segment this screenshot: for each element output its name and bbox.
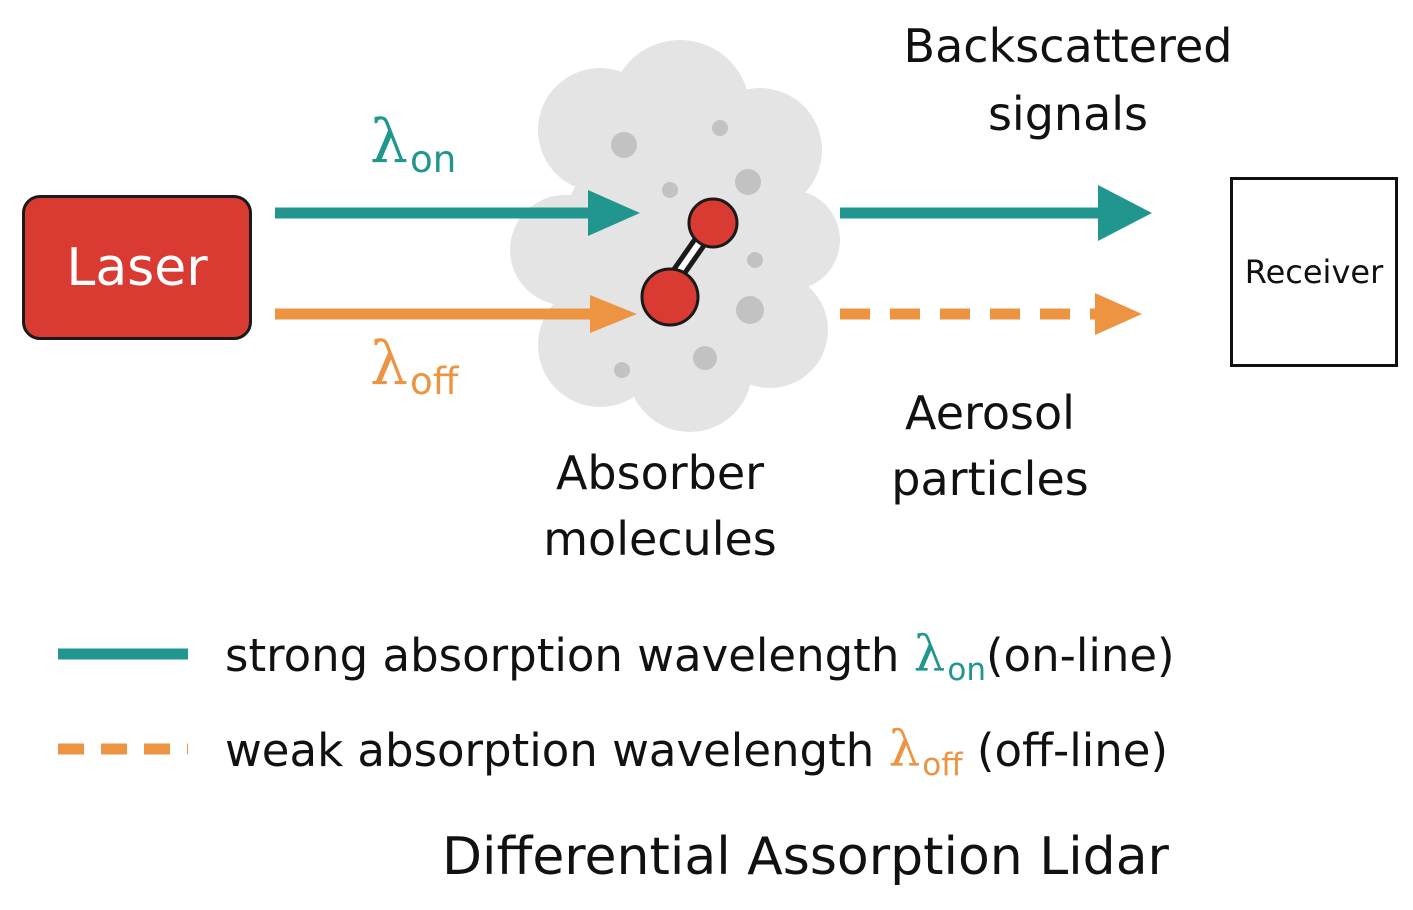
- particle: [611, 132, 637, 158]
- particle: [662, 182, 678, 198]
- aerosol-particles: [611, 120, 764, 378]
- arrowhead-icon: [588, 190, 640, 236]
- laser-label: Laser: [66, 237, 208, 298]
- particle: [736, 296, 764, 324]
- particle: [614, 362, 630, 378]
- atom-icon: [640, 267, 700, 327]
- arrowhead-icon: [1098, 185, 1152, 241]
- receiver-box: Receiver: [1230, 177, 1398, 367]
- legend-lambda-off: λoff: [888, 720, 963, 783]
- lambda-off-label: λoff: [370, 334, 458, 400]
- particle: [735, 169, 761, 195]
- legend-on-text: strong absorption wavelength: [225, 629, 900, 682]
- absorber-molecule-icon: [640, 197, 739, 327]
- particle: [747, 252, 763, 268]
- absorber-molecules-label: Absorber molecules: [543, 446, 777, 566]
- receiver-label: Receiver: [1244, 253, 1384, 291]
- legend-off-line: weak absorption wavelength λoff (off-lin…: [225, 719, 1168, 786]
- backscattered-signals-label: Backscattered signals: [903, 19, 1233, 141]
- laser-box: Laser: [22, 195, 252, 340]
- aerosol-particles-label: Aerosol particles: [891, 386, 1089, 506]
- diagram-title: Differential Assorption Lidar: [442, 827, 1169, 887]
- atom-icon: [687, 197, 739, 249]
- lambda-off-subscript: off: [410, 359, 459, 404]
- legend-off-text: weak absorption wavelength: [225, 724, 875, 777]
- arrowhead-icon: [590, 295, 637, 333]
- legend-on-suffix: (on-line): [985, 629, 1175, 682]
- arrowhead-icon: [1095, 293, 1142, 335]
- legend-lambda-on: λon: [913, 625, 986, 688]
- lambda-symbol: λ: [370, 329, 409, 399]
- lambda-symbol: λ: [370, 107, 409, 177]
- lambda-on-subscript: on: [410, 137, 457, 182]
- particle: [712, 120, 728, 136]
- legend-on-line: strong absorption wavelength λon(on-line…: [225, 624, 1175, 691]
- absorber-cloud: [510, 40, 840, 432]
- legend-off-suffix: (off-line): [976, 724, 1169, 777]
- lambda-on-label: λon: [370, 112, 456, 178]
- particle: [693, 346, 717, 370]
